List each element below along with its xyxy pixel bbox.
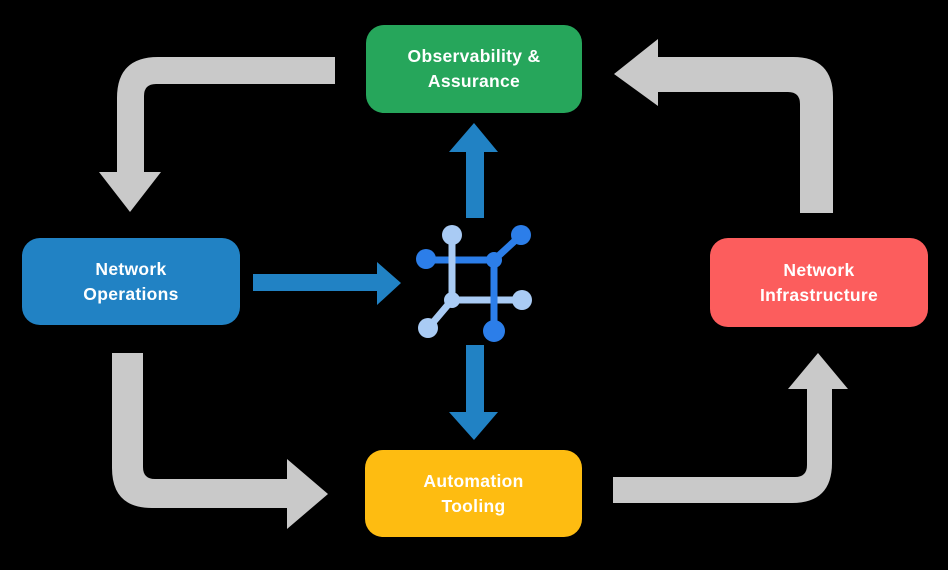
icon-dark-topright-node xyxy=(511,225,531,245)
icon-dark-left-node xyxy=(416,249,436,269)
node-network-infrastructure: Network Infrastructure xyxy=(710,238,928,327)
arrow-automation-to-infrastructure xyxy=(613,353,848,503)
node-operations-label: Network Operations xyxy=(83,258,179,304)
network-platform-icon xyxy=(416,225,532,342)
arrow-infrastructure-to-observability xyxy=(614,39,833,213)
arrow-center-to-automation xyxy=(449,345,498,440)
node-infrastructure-label: Network Infrastructure xyxy=(760,259,878,305)
icon-light-top-node xyxy=(442,225,462,245)
icon-light-right-node xyxy=(512,290,532,310)
icon-light-corner-node xyxy=(444,292,460,308)
node-automation-label: Automation Tooling xyxy=(423,470,524,516)
arrow-observability-to-operations xyxy=(99,57,335,212)
icon-dark-bottom-node xyxy=(483,320,505,342)
arrow-operations-to-center xyxy=(253,262,401,305)
node-observability-assurance: Observability & Assurance xyxy=(366,25,582,113)
node-observability-label: Observability & Assurance xyxy=(407,46,541,91)
node-automation-tooling: Automation Tooling xyxy=(365,450,582,537)
node-network-operations: Network Operations xyxy=(22,238,240,325)
icon-light-bottomleft-node xyxy=(418,318,438,338)
arrow-operations-to-automation xyxy=(112,353,328,529)
icon-dark-corner-node xyxy=(486,252,502,268)
arrow-center-to-observability xyxy=(449,123,498,218)
